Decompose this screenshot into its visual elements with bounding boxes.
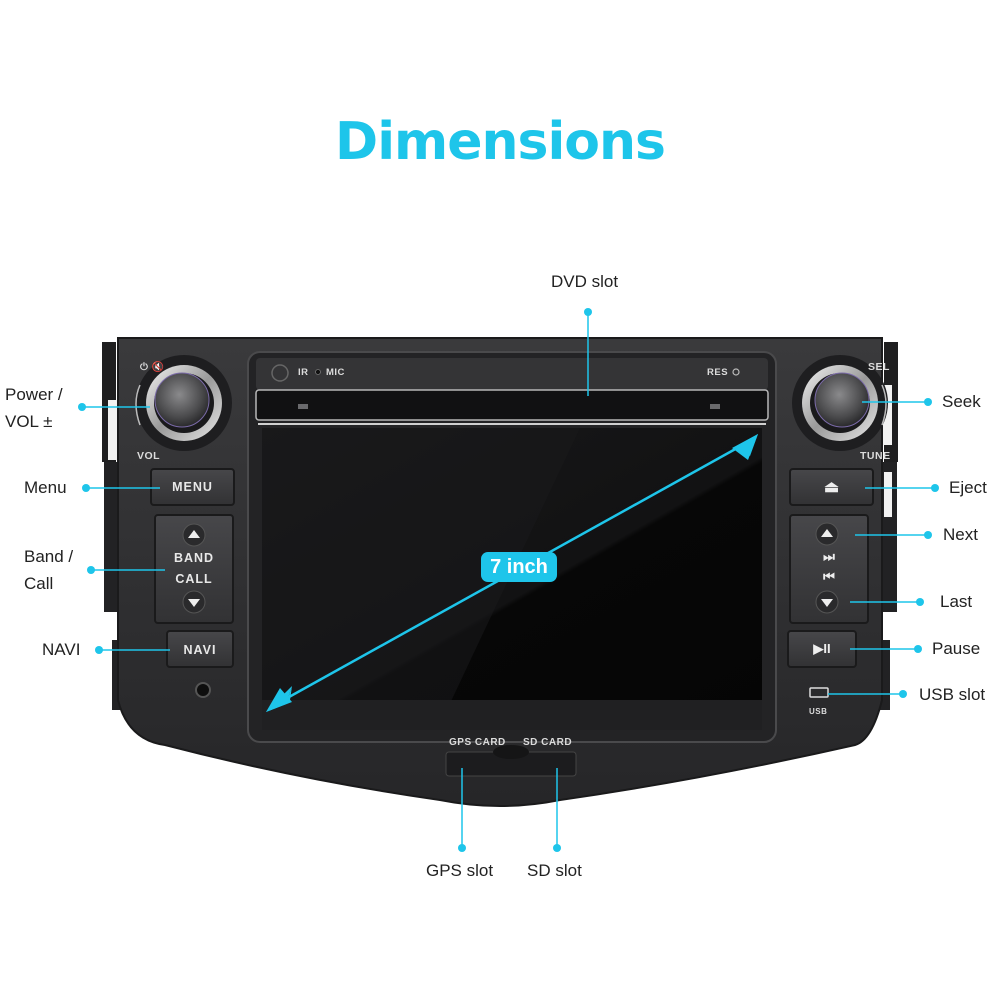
mic-label: MIC [326, 367, 345, 378]
dvd-slot-guide-left [298, 404, 308, 409]
aux-jack[interactable] [195, 682, 211, 698]
volume-knob[interactable] [136, 355, 232, 451]
usb-label: USB [809, 707, 828, 716]
gps-card-label: GPS CARD [449, 737, 506, 748]
screen-reflection [262, 428, 580, 714]
callout-band-call-line2: Call [24, 574, 54, 593]
card-slot-notch [493, 745, 529, 759]
navi-button-label: NAVI [183, 643, 217, 657]
band-call-button[interactable] [154, 514, 234, 624]
menu-button-label: MENU [172, 480, 213, 494]
callout-pause: Pause [932, 639, 981, 658]
callout-seek: Seek [942, 392, 981, 411]
res-label: RES [707, 367, 729, 378]
callout-eject: Eject [949, 478, 987, 497]
dvd-slot-guide-right [710, 404, 720, 409]
prev-track-icon: ⏮ [823, 569, 835, 584]
ir-label: IR [298, 367, 309, 378]
menu-button[interactable] [150, 468, 235, 506]
tune-arc-indicator [881, 384, 887, 426]
dvd-top-strip [256, 358, 768, 390]
band-label: BAND [173, 551, 215, 565]
callout-usb-slot: USB slot [919, 685, 986, 704]
next-track-icon: ⏭ [823, 549, 835, 564]
tune-label: TUNE [860, 450, 891, 462]
ir-sensor-icon [271, 364, 289, 382]
navi-button[interactable] [166, 630, 234, 668]
callout-dvd-slot: DVD slot [551, 272, 619, 291]
reset-button-icon[interactable] [732, 368, 740, 376]
screen-bottom-strip [262, 700, 762, 730]
callout-sd-slot: SD slot [527, 861, 582, 880]
dvd-slot[interactable] [255, 389, 769, 421]
arrow-down-icon [188, 599, 200, 607]
callout-last: Last [940, 592, 973, 611]
sel-label: SEL [868, 361, 890, 373]
callout-power-vol-line1: Power / [5, 385, 63, 404]
callout-lines [78, 308, 939, 852]
eject-icon: ⏏ [823, 479, 840, 496]
arrow-down-icon [821, 599, 833, 607]
tune-seek-knob[interactable] [792, 355, 888, 451]
power-mute-icon: ⏻ 🔇 [140, 362, 165, 373]
callout-next: Next [943, 525, 978, 544]
callout-gps-slot: GPS slot [426, 861, 494, 880]
callout-power-vol-line2: VOL ± [5, 412, 53, 431]
page-title: Dimensions [335, 112, 666, 172]
mic-hole-icon [315, 369, 321, 375]
call-label: CALL [175, 572, 213, 586]
arrow-up-icon [821, 529, 833, 537]
sd-card-label: SD CARD [523, 737, 573, 748]
callout-band-call-line1: Band / [24, 547, 74, 566]
vol-label: VOL [137, 450, 161, 462]
next-last-button[interactable] [789, 514, 869, 624]
eject-button[interactable] [789, 468, 874, 506]
usb-port-icon[interactable] [809, 687, 829, 698]
vol-arc-indicator [135, 384, 141, 426]
play-pause-icon: ▶II [813, 641, 831, 656]
callout-menu: Menu [24, 478, 67, 497]
arrow-up-icon [188, 530, 200, 538]
callout-navi: NAVI [42, 640, 81, 659]
screen-size-badge: 7 inch [481, 552, 557, 582]
